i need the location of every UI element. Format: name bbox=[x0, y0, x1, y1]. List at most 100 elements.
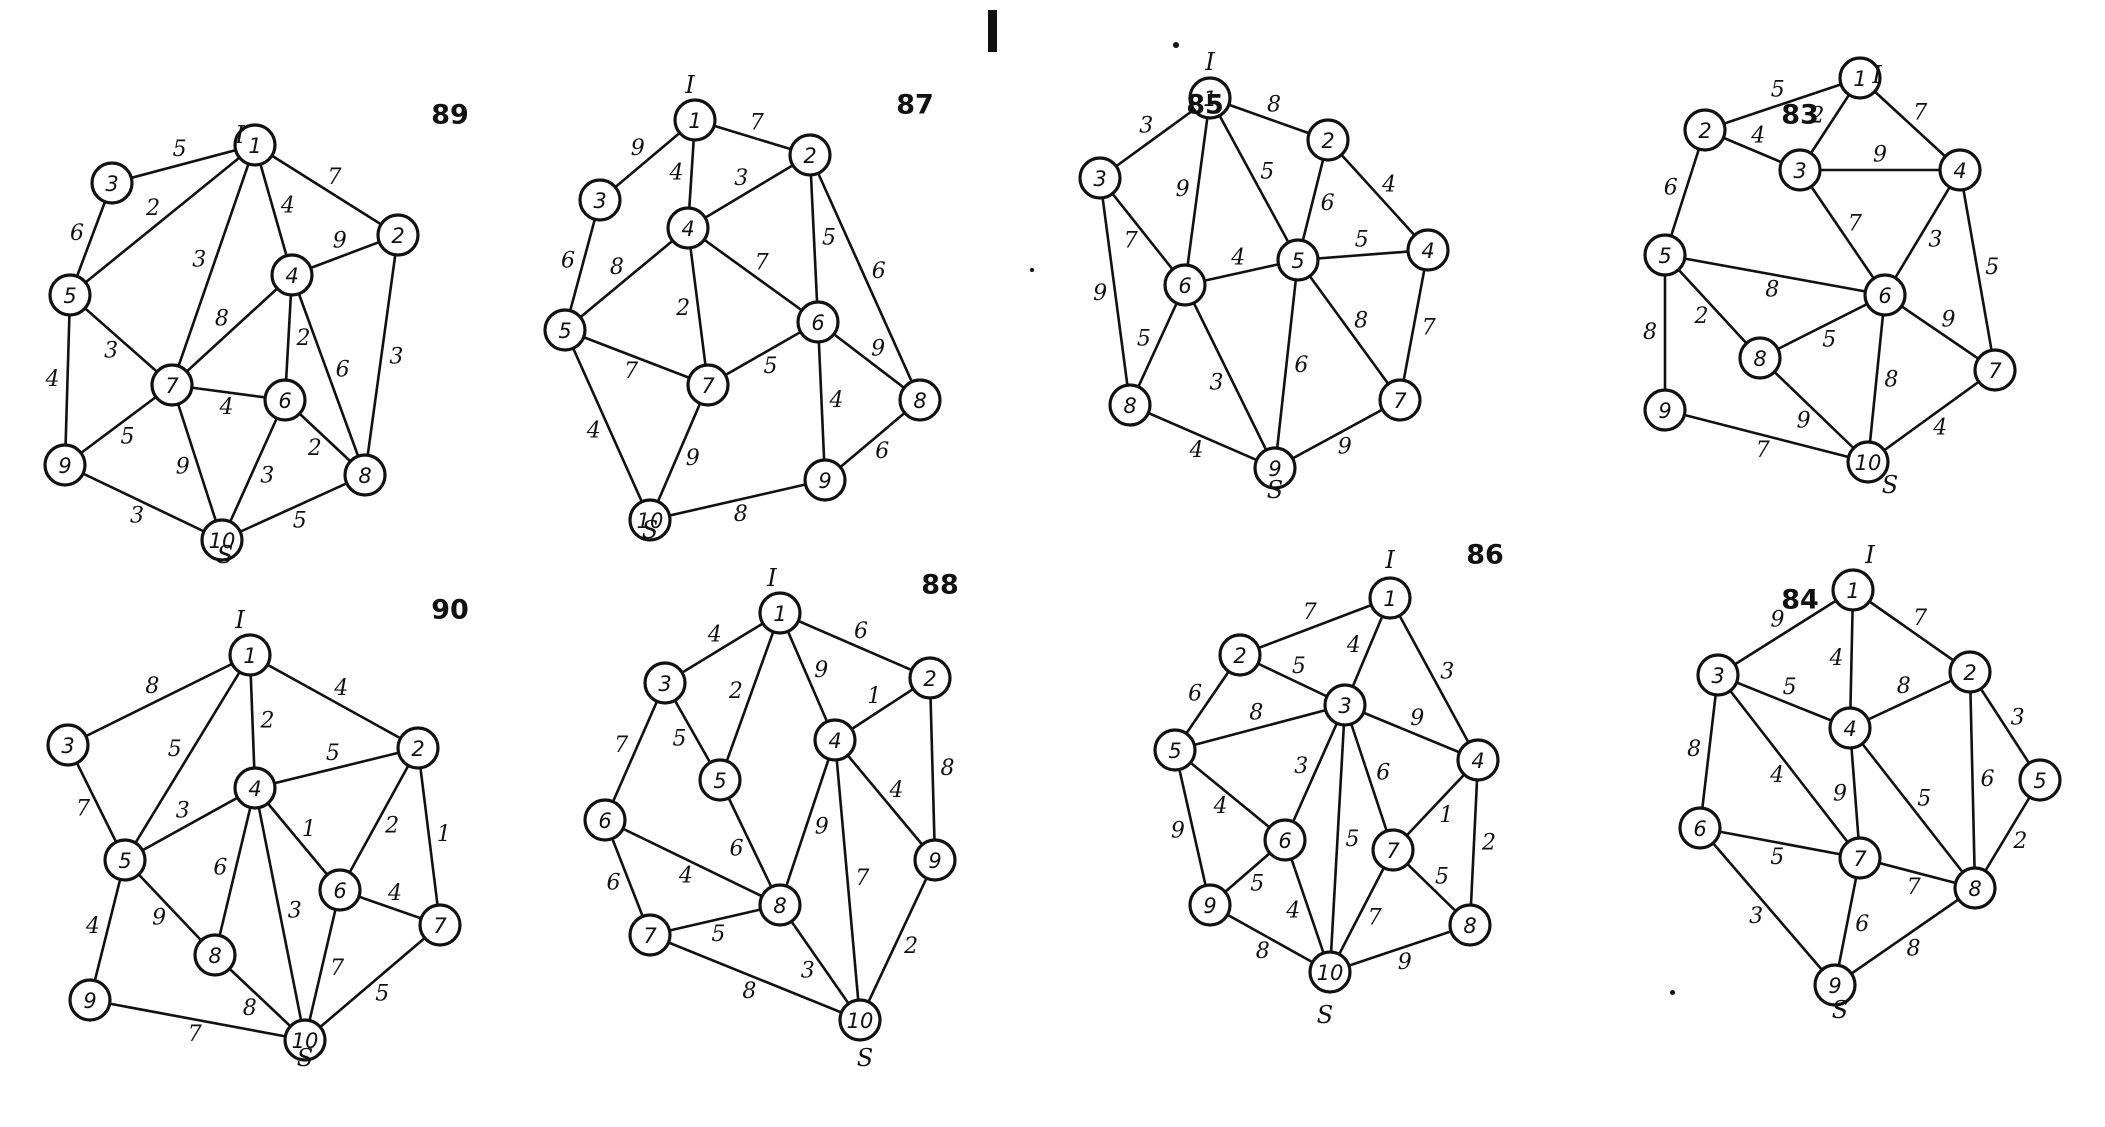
node-label-2: 2 bbox=[1321, 129, 1334, 153]
node-5 bbox=[103, 838, 147, 882]
edge-weight-label: 7 bbox=[1913, 606, 1927, 631]
edge-2-4 bbox=[1849, 670, 1971, 730]
edge-6-10 bbox=[1866, 294, 1887, 463]
node-10 bbox=[1308, 950, 1352, 994]
edge-weight-label: 3 bbox=[734, 166, 748, 191]
node-5 bbox=[1276, 238, 1320, 282]
edge-5-6 bbox=[1664, 253, 1886, 297]
node-label-8: 8 bbox=[1968, 877, 1981, 901]
edge-1-4 bbox=[248, 654, 257, 789]
node-label-5: 5 bbox=[63, 284, 76, 308]
node-label-7: 7 bbox=[1386, 839, 1400, 863]
edge-weight-label: 3 bbox=[1749, 904, 1763, 929]
edge-6-8 bbox=[1128, 284, 1187, 406]
edge-4-9 bbox=[834, 739, 936, 861]
node-label-1: 1 bbox=[1203, 87, 1216, 111]
edge-weight-label: 6 bbox=[730, 837, 744, 862]
edge-8-10 bbox=[221, 473, 366, 542]
node-3 bbox=[1078, 156, 1122, 200]
edge-weight-label: 1 bbox=[302, 817, 316, 842]
edge-1-3 bbox=[111, 143, 256, 185]
edge-2-8 bbox=[808, 154, 922, 401]
node-label-2: 2 bbox=[411, 737, 424, 761]
node-label-1: 1 bbox=[1846, 579, 1859, 603]
edge-8-9 bbox=[1834, 886, 1976, 987]
edge-weight-label: 7 bbox=[624, 359, 638, 384]
edge-7-8 bbox=[649, 903, 781, 937]
edge-weight-label: 5 bbox=[711, 922, 725, 947]
edge-9-10 bbox=[858, 859, 937, 1021]
edge-weight-label: 7 bbox=[750, 111, 764, 136]
node-3 bbox=[90, 161, 134, 205]
edge-4-10 bbox=[833, 739, 862, 1021]
edge-weight-label: 7 bbox=[755, 250, 769, 275]
edge-weight-label: 8 bbox=[941, 756, 955, 781]
node-8 bbox=[1108, 383, 1152, 427]
graph-title: 86 bbox=[1466, 540, 1504, 571]
node-label-5: 5 bbox=[1658, 244, 1671, 268]
node-label-10: 10 bbox=[209, 529, 236, 553]
edge-weight-label: 6 bbox=[1294, 353, 1308, 378]
node-label-10: 10 bbox=[292, 1029, 319, 1053]
edge-7-10 bbox=[649, 933, 861, 1022]
node-label-2: 2 bbox=[803, 144, 816, 168]
edge-weight-label: 4 bbox=[219, 395, 234, 420]
edge-weight-label: 2 bbox=[1809, 103, 1824, 128]
edge-4-8 bbox=[1848, 727, 1977, 889]
edge-6-10 bbox=[303, 889, 342, 1041]
source-marker-label: I bbox=[1204, 48, 1215, 76]
edge-6-8 bbox=[1759, 293, 1886, 360]
node-label-9: 9 bbox=[928, 849, 941, 873]
edge-weight-label: 4 bbox=[1346, 633, 1361, 658]
edge-weight-label: 9 bbox=[1093, 281, 1107, 306]
node-label-3: 3 bbox=[658, 672, 671, 696]
edge-weight-label: 5 bbox=[1917, 786, 1931, 811]
node-8 bbox=[898, 378, 942, 422]
edge-2-6 bbox=[808, 154, 820, 323]
edge-weight-label: 7 bbox=[1124, 228, 1138, 253]
node-label-9: 9 bbox=[1203, 894, 1216, 918]
edge-weight-label: 5 bbox=[293, 509, 307, 534]
edge-1-4 bbox=[1859, 77, 1961, 171]
edge-weight-label: 8 bbox=[1267, 92, 1281, 117]
node-9 bbox=[1643, 388, 1687, 432]
edge-weight-label: 3 bbox=[1440, 659, 1454, 684]
edge-2-6 bbox=[338, 747, 420, 891]
node-4 bbox=[1828, 706, 1872, 750]
node-label-1: 1 bbox=[1853, 67, 1866, 91]
edge-3-6 bbox=[1698, 674, 1720, 829]
node-label-3: 3 bbox=[1093, 167, 1106, 191]
node-label-6: 6 bbox=[598, 809, 611, 833]
node-label-3: 3 bbox=[1793, 159, 1806, 183]
edge-9-10 bbox=[1664, 408, 1869, 464]
source-marker-label: I bbox=[684, 71, 695, 99]
edge-6-7 bbox=[1884, 293, 1996, 372]
edge-weight-label: 7 bbox=[1303, 600, 1317, 625]
node-9 bbox=[43, 443, 87, 487]
node-4 bbox=[1938, 148, 1982, 192]
edge-2-4 bbox=[1327, 139, 1429, 251]
node-label-1: 1 bbox=[248, 134, 261, 158]
edge-1-2 bbox=[249, 653, 419, 750]
node-2 bbox=[1683, 108, 1727, 152]
node-5 bbox=[2018, 758, 2062, 802]
edge-weight-label: 2 bbox=[260, 708, 275, 733]
edge-8-9 bbox=[1129, 403, 1276, 470]
edge-1-5 bbox=[718, 612, 782, 781]
edge-weight-label: 5 bbox=[1355, 228, 1369, 253]
edge-3-6 bbox=[603, 682, 667, 821]
edge-7-10 bbox=[648, 384, 710, 521]
edge-weight-label: 2 bbox=[675, 296, 690, 321]
sink-marker-label: S bbox=[1832, 996, 1848, 1024]
edge-5-8 bbox=[718, 779, 782, 906]
edge-4-5 bbox=[124, 786, 256, 862]
edge-weight-label: 2 bbox=[903, 934, 918, 959]
edge-weight-label: 4 bbox=[1769, 763, 1784, 788]
edge-weight-label: 6 bbox=[213, 856, 227, 881]
node-9 bbox=[68, 978, 112, 1022]
edge-3-4 bbox=[1717, 673, 1851, 730]
node-label-10: 10 bbox=[847, 1009, 874, 1033]
edge-weight-label: 7 bbox=[1848, 212, 1862, 237]
